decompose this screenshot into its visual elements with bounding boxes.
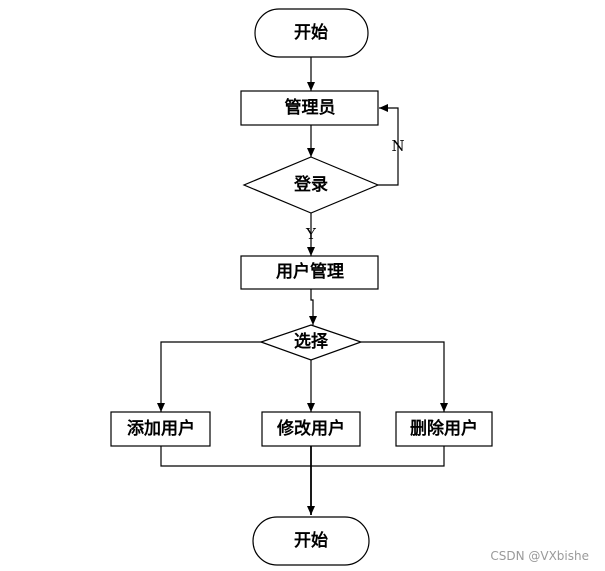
no-label: N [391,137,404,155]
end-label: 开始 [294,530,328,551]
edge-delete-merge [311,446,445,467]
edge-choose-to-delete [361,341,448,412]
admin-box [240,90,379,126]
watermark: CSDN @VXbishe [490,549,589,563]
start-label: 开始 [294,22,328,43]
delete-user-box [395,411,493,447]
edge-usermgmt-to-choose [309,289,317,325]
start-terminal [254,8,369,58]
admin-label: 管理员 [285,97,336,118]
yes-label: Y [305,225,317,243]
end-terminal [252,516,370,566]
add-user-label: 添加用户 [127,418,195,439]
edit-user-label: 修改用户 [276,418,345,439]
edge-login-no-loop [378,104,399,186]
user-mgmt-label: 用户管理 [276,261,344,282]
add-user-box [110,411,211,447]
login-diamond [242,156,380,214]
edit-user-box [261,411,361,447]
choose-diamond [259,324,363,361]
user-mgmt-box [240,255,379,290]
edge-choose-to-add [157,341,263,412]
login-label: 登录 [293,174,328,195]
delete-user-label: 删除用户 [410,418,478,439]
edge-add-merge [160,446,311,467]
choose-label: 选择 [294,331,329,352]
